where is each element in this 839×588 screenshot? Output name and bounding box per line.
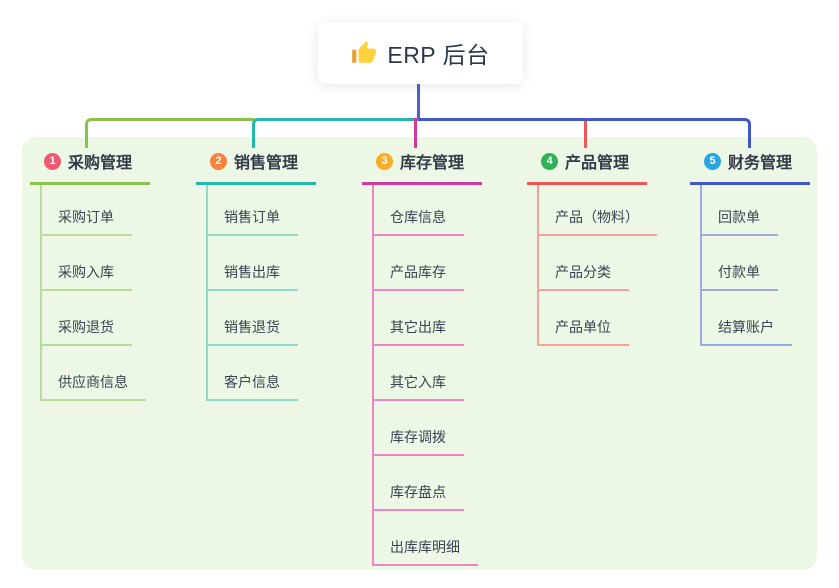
node-label: 结算账户 <box>702 317 792 346</box>
thumbs-up-icon <box>352 41 377 63</box>
connector-root <box>417 83 420 120</box>
branch-label: 销售管理 <box>234 155 299 172</box>
node-item[interactable]: 产品分类 <box>539 236 657 291</box>
node-label: 销售退货 <box>208 317 298 346</box>
node-item[interactable]: 销售出库 <box>208 236 326 291</box>
branch-header-finance[interactable]: 5 财务管理 <box>690 147 810 185</box>
node-label: 销售订单 <box>208 207 298 236</box>
node-item[interactable]: 产品单位 <box>539 291 657 346</box>
branch-sales: 2 销售管理 销售订单 销售出库 销售退货 客户信息 <box>196 147 326 401</box>
node-item[interactable]: 产品库存 <box>374 236 492 291</box>
branch-product: 4 产品管理 产品（物料） 产品分类 产品单位 <box>527 147 657 346</box>
node-item[interactable]: 采购入库 <box>42 236 160 291</box>
node-label: 采购退货 <box>42 317 132 346</box>
node-label: 采购订单 <box>42 207 132 236</box>
node-label: 回款单 <box>702 207 778 236</box>
node-item[interactable]: 销售订单 <box>208 185 326 236</box>
branch-children: 回款单 付款单 结算账户 <box>700 185 820 346</box>
node-label: 仓库信息 <box>374 207 464 236</box>
branch-children: 产品（物料） 产品分类 产品单位 <box>537 185 657 346</box>
branch-label: 库存管理 <box>400 155 465 172</box>
node-label: 产品分类 <box>539 262 629 291</box>
branch-header-inventory[interactable]: 3 库存管理 <box>362 147 482 185</box>
node-item[interactable]: 库存盘点 <box>374 456 492 511</box>
branch-children: 销售订单 销售出库 销售退货 客户信息 <box>206 185 326 401</box>
connector-branch-5 <box>418 118 751 148</box>
node-item[interactable]: 结算账户 <box>702 291 820 346</box>
node-label: 库存盘点 <box>374 482 464 511</box>
branch-purchase: 1 采购管理 采购订单 采购入库 采购退货 供应商信息 <box>30 147 160 401</box>
node-label: 其它入库 <box>374 372 464 401</box>
node-label: 产品（物料） <box>539 207 657 236</box>
branch-header-product[interactable]: 4 产品管理 <box>527 147 647 185</box>
badge-2: 2 <box>210 152 227 170</box>
connector-branch-4 <box>584 118 587 148</box>
node-item[interactable]: 销售退货 <box>208 291 326 346</box>
node-item[interactable]: 产品（物料） <box>539 185 657 236</box>
node-label: 客户信息 <box>208 372 298 401</box>
node-label: 产品库存 <box>374 262 464 291</box>
root-title: ERP 后台 <box>387 42 490 68</box>
branch-label: 采购管理 <box>68 155 133 172</box>
node-item[interactable]: 仓库信息 <box>374 185 492 236</box>
node-item[interactable]: 回款单 <box>702 185 820 236</box>
node-label: 库存调拨 <box>374 427 464 456</box>
node-label: 销售出库 <box>208 262 298 291</box>
badge-5: 5 <box>704 152 721 170</box>
branches-panel <box>22 137 817 570</box>
node-label: 采购入库 <box>42 262 132 291</box>
node-item[interactable]: 供应商信息 <box>42 346 160 401</box>
badge-4: 4 <box>541 152 558 170</box>
branch-inventory: 3 库存管理 仓库信息 产品库存 其它出库 其它入库 库存调拨 库存盘点 出库库… <box>362 147 492 566</box>
node-item[interactable]: 采购退货 <box>42 291 160 346</box>
branch-header-purchase[interactable]: 1 采购管理 <box>30 147 150 185</box>
connector-branch-1 <box>85 118 255 148</box>
root-node[interactable]: ERP 后台 <box>318 22 523 84</box>
node-label: 付款单 <box>702 262 778 291</box>
node-item[interactable]: 出库库明细 <box>374 511 492 566</box>
badge-3: 3 <box>376 152 393 170</box>
node-item[interactable]: 采购订单 <box>42 185 160 236</box>
node-item[interactable]: 其它入库 <box>374 346 492 401</box>
node-label: 供应商信息 <box>42 372 146 401</box>
branch-finance: 5 财务管理 回款单 付款单 结算账户 <box>690 147 820 346</box>
node-label: 出库库明细 <box>374 537 478 566</box>
branch-label: 财务管理 <box>728 155 793 172</box>
branch-children: 仓库信息 产品库存 其它出库 其它入库 库存调拨 库存盘点 出库库明细 <box>372 185 492 566</box>
node-item[interactable]: 付款单 <box>702 236 820 291</box>
node-item[interactable]: 客户信息 <box>208 346 326 401</box>
badge-1: 1 <box>44 152 61 170</box>
node-item[interactable]: 库存调拨 <box>374 401 492 456</box>
connector-branch-2 <box>252 118 418 148</box>
node-label: 其它出库 <box>374 317 464 346</box>
branch-children: 采购订单 采购入库 采购退货 供应商信息 <box>40 185 160 401</box>
branch-header-sales[interactable]: 2 销售管理 <box>196 147 316 185</box>
connector-branch-3 <box>414 118 417 148</box>
node-item[interactable]: 其它出库 <box>374 291 492 346</box>
branch-label: 产品管理 <box>565 155 630 172</box>
node-label: 产品单位 <box>539 317 629 346</box>
